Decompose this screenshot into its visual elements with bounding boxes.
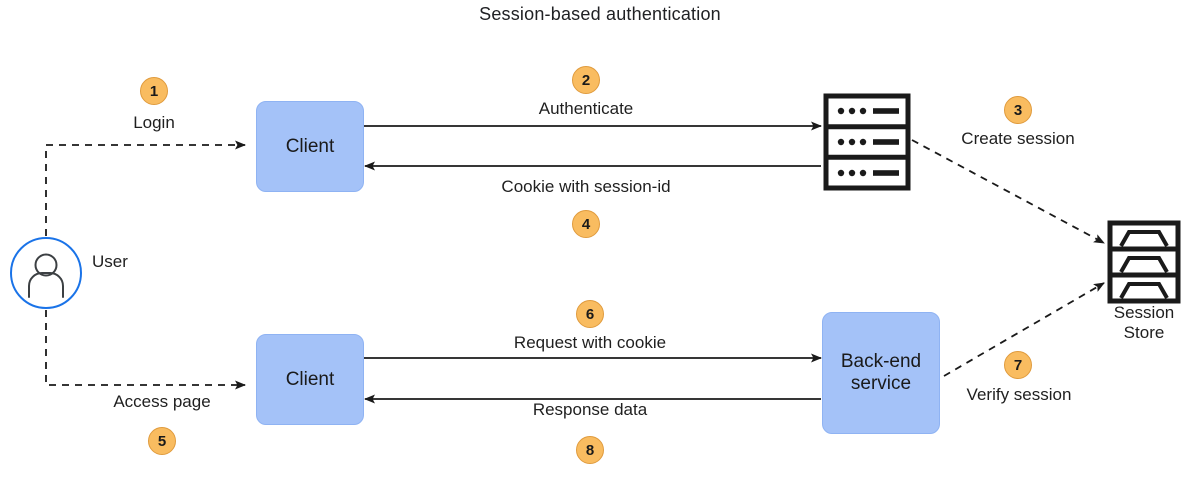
- node-client-top[interactable]: Client: [256, 101, 364, 192]
- connector-step-3: [911, 139, 1105, 244]
- node-client-bottom[interactable]: Client: [256, 334, 364, 425]
- step-badge-3: 3: [1004, 96, 1032, 124]
- actor-user-label: User: [92, 252, 128, 271]
- step-badge-6: 6: [576, 300, 604, 328]
- step-badge-1: 1: [140, 77, 168, 105]
- node-backend-service-label-line1: Back-end: [840, 351, 922, 373]
- user-icon: [10, 237, 82, 309]
- step-label-8: Response data: [532, 400, 648, 419]
- step-badge-8: 8: [576, 436, 604, 464]
- step-badge-5-number: 5: [157, 432, 167, 450]
- actor-user: [10, 237, 82, 309]
- step-badge-4-number: 4: [581, 215, 591, 233]
- node-session-store-label-line1: Session: [1113, 303, 1175, 322]
- node-auth-server[interactable]: [822, 92, 912, 192]
- node-session-store[interactable]: [1106, 219, 1182, 305]
- step-label-4: Cookie with session-id: [501, 177, 671, 196]
- connector-step-7: [943, 282, 1105, 377]
- node-client-bottom-label: Client: [285, 368, 335, 390]
- step-label-2: Authenticate: [538, 99, 634, 118]
- step-badge-3-number: 3: [1013, 101, 1023, 119]
- user-glyph-icon: [28, 253, 64, 298]
- connector-step-1: [45, 140, 246, 236]
- step-badge-8-number: 8: [585, 441, 595, 459]
- node-backend-service[interactable]: Back-end service: [822, 312, 940, 434]
- step-badge-5: 5: [148, 427, 176, 455]
- node-session-store-label-line2: Store: [1123, 323, 1165, 343]
- step-badge-4: 4: [572, 210, 600, 238]
- step-badge-7-number: 7: [1013, 356, 1023, 374]
- step-badge-2-number: 2: [581, 71, 591, 89]
- node-session-store-label: Session Store: [1094, 303, 1194, 344]
- server-rack-icon: [823, 93, 911, 191]
- step-label-5: Access page: [113, 392, 211, 411]
- step-label-7: Verify session: [966, 385, 1072, 404]
- step-label-6: Request with cookie: [513, 333, 667, 352]
- step-badge-2: 2: [572, 66, 600, 94]
- step-label-1: Login: [133, 113, 175, 132]
- step-badge-6-number: 6: [585, 305, 595, 323]
- node-client-top-label: Client: [285, 135, 335, 157]
- node-backend-service-label-line2: service: [850, 373, 912, 394]
- diagram-title: Session-based authentication: [479, 4, 721, 24]
- connector-step-5: [45, 310, 246, 390]
- step-label-3: Create session: [961, 129, 1075, 148]
- session-store-icon: [1107, 220, 1181, 304]
- step-badge-7: 7: [1004, 351, 1032, 379]
- step-badge-1-number: 1: [149, 82, 159, 100]
